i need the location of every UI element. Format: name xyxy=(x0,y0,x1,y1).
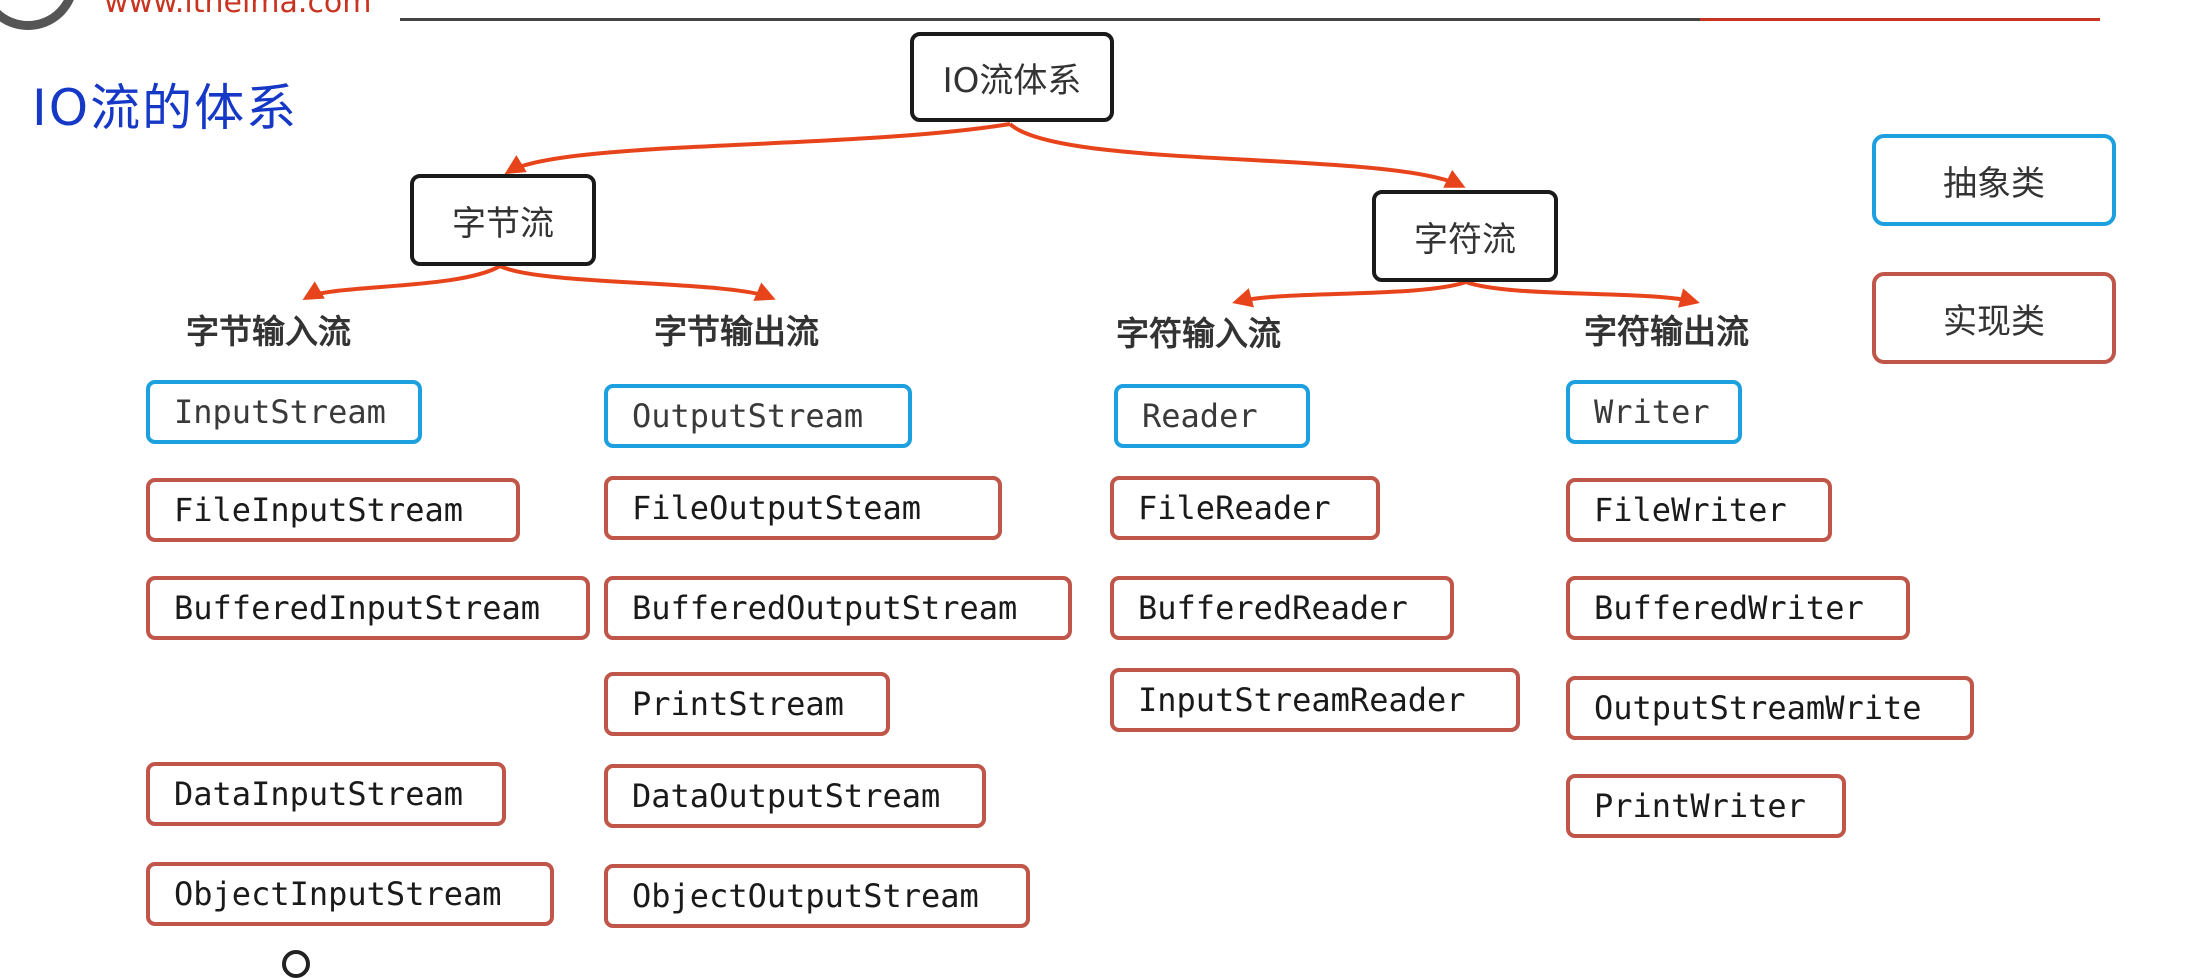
root-node-label: IO流体系 xyxy=(942,60,1082,101)
group-label-byte-output: 字节输出流 xyxy=(654,312,819,351)
arrow-char-to-input xyxy=(1232,280,1467,308)
class-box: InputStreamReader xyxy=(1110,668,1520,732)
class-box: BufferedReader xyxy=(1110,576,1454,640)
class-box: PrintWriter xyxy=(1566,774,1846,838)
group-label-char-input: 字符输入流 xyxy=(1116,314,1281,353)
class-box: ObjectInputStream xyxy=(146,862,554,926)
class-box: FileOutputSteam xyxy=(604,476,1002,540)
class-box: DataInputStream xyxy=(146,762,506,826)
class-box: BufferedInputStream xyxy=(146,576,590,640)
branch-node-label: 字节流 xyxy=(452,203,554,244)
arrow-root-to-char xyxy=(1008,122,1466,188)
group-label-byte-input: 字节输入流 xyxy=(186,312,351,351)
class-box: InputStream xyxy=(146,380,422,444)
class-box: FileWriter xyxy=(1566,478,1832,542)
class-box: Writer xyxy=(1566,380,1742,444)
legend-abstract-class: 抽象类 xyxy=(1872,134,2116,226)
class-box: OutputStreamWrite xyxy=(1566,676,1974,740)
site-url: www.itheima.com xyxy=(104,0,372,20)
page-title: IO流的体系 xyxy=(32,79,299,137)
header-rule-accent xyxy=(1700,18,2100,21)
class-box: FileReader xyxy=(1110,476,1380,540)
class-box: PrintStream xyxy=(604,672,890,736)
arrow-byte-to-output xyxy=(499,264,776,301)
legend-abstract-label: 抽象类 xyxy=(1943,163,2045,204)
class-box: Reader xyxy=(1114,384,1310,448)
class-box: DataOutputStream xyxy=(604,764,986,828)
legend-impl-label: 实现类 xyxy=(1943,301,2045,342)
group-label-char-output: 字符输出流 xyxy=(1584,312,1749,351)
pointer-cursor-icon xyxy=(282,950,310,978)
branch-node-byte-stream: 字节流 xyxy=(410,174,596,266)
root-node: IO流体系 xyxy=(910,32,1114,122)
class-box: BufferedWriter xyxy=(1566,576,1910,640)
class-box: ObjectOutputStream xyxy=(604,864,1030,928)
class-box: BufferedOutputStream xyxy=(604,576,1072,640)
branch-node-char-stream: 字符流 xyxy=(1372,190,1558,282)
arrow-char-to-output xyxy=(1465,280,1700,308)
branch-node-label: 字符流 xyxy=(1414,219,1516,260)
class-box: OutputStream xyxy=(604,384,912,448)
legend-implementation-class: 实现类 xyxy=(1872,272,2116,364)
arrow-byte-to-input xyxy=(302,264,502,301)
header-rule xyxy=(400,18,2100,21)
arrow-root-to-byte xyxy=(504,122,1011,175)
class-box: FileInputStream xyxy=(146,478,520,542)
